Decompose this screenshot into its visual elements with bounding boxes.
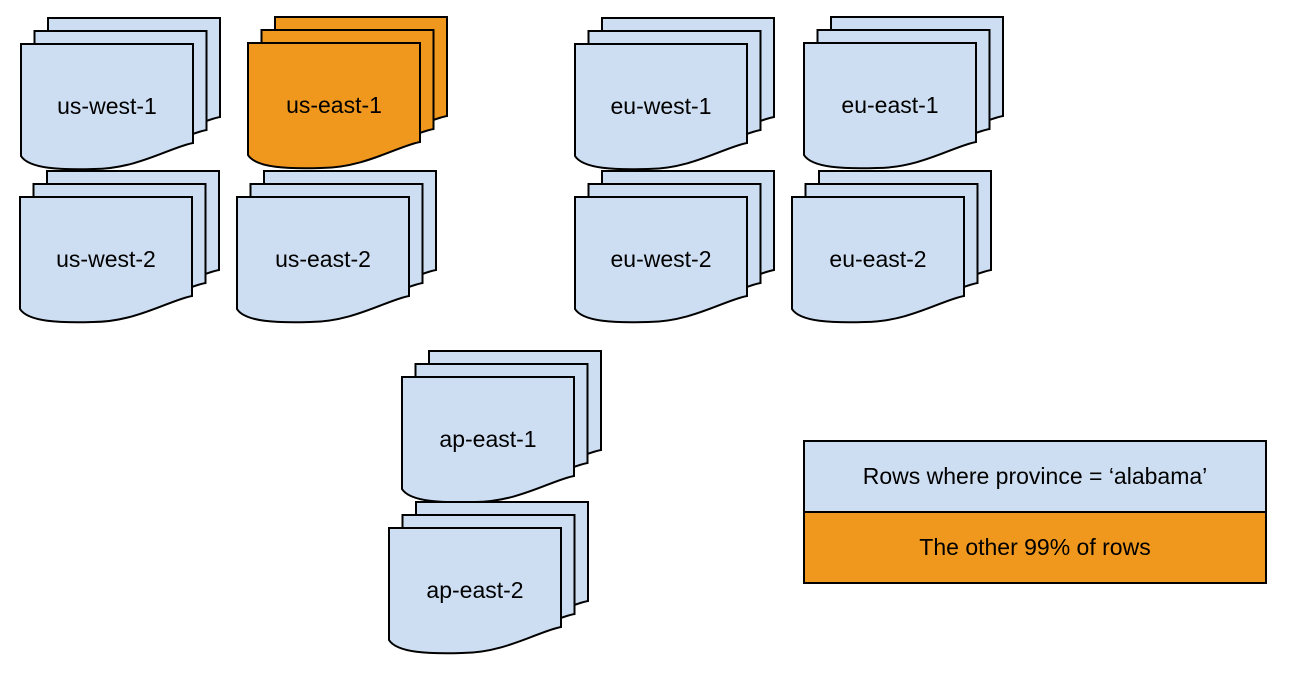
region-label: ap-east-1 <box>439 425 537 452</box>
region-label: us-east-1 <box>286 91 382 118</box>
legend-row-alabama-label: Rows where province = ‘alabama’ <box>862 463 1208 489</box>
region-label: eu-west-1 <box>610 92 712 119</box>
region-stack-ap-east-1: ap-east-1 <box>400 349 603 505</box>
region-stack-us-east-1: us-east-1 <box>246 15 449 171</box>
region-stack-eu-west-1: eu-west-1 <box>573 16 776 172</box>
legend-row-other-label: The other 99% of rows <box>919 534 1151 560</box>
legend: Rows where province = ‘alabama’ The othe… <box>803 440 1267 584</box>
region-label: us-west-2 <box>56 245 156 272</box>
region-stack-eu-west-2: eu-west-2 <box>573 169 776 325</box>
region-label: eu-west-2 <box>610 245 712 272</box>
legend-row-other: The other 99% of rows <box>805 511 1265 582</box>
region-label: eu-east-1 <box>841 91 939 118</box>
legend-row-alabama: Rows where province = ‘alabama’ <box>805 442 1265 511</box>
region-label: eu-east-2 <box>829 245 927 272</box>
region-label: us-west-1 <box>57 92 157 119</box>
region-stack-eu-east-2: eu-east-2 <box>790 169 993 325</box>
region-label: us-east-2 <box>275 245 371 272</box>
region-label: ap-east-2 <box>426 576 524 603</box>
region-stack-ap-east-2: ap-east-2 <box>387 500 590 656</box>
region-stack-us-east-2: us-east-2 <box>235 169 438 325</box>
region-stack-us-west-2: us-west-2 <box>18 169 221 325</box>
region-stack-us-west-1: us-west-1 <box>19 16 222 172</box>
region-stack-eu-east-1: eu-east-1 <box>802 15 1005 171</box>
